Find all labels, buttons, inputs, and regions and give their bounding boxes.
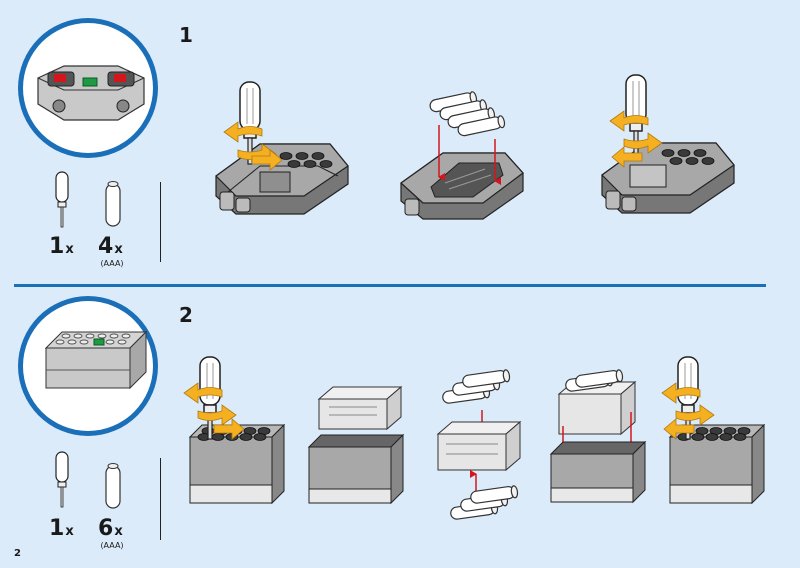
insert-arrow-icon (663, 418, 695, 440)
battery-stack (428, 90, 507, 138)
parts-divider (160, 458, 161, 540)
remote-control-icon (37, 65, 145, 121)
step-number: 2 (179, 303, 193, 327)
parts-divider (160, 182, 161, 262)
box-unscrew-illustration (183, 356, 286, 505)
part-quantity-battery: 6x (98, 516, 123, 541)
battery-type-note: (AAA) (100, 259, 124, 268)
battery-box-callout (18, 296, 158, 436)
insert-arrow-icon (611, 146, 643, 168)
battery-box-open (549, 440, 647, 504)
battery-box (188, 423, 286, 505)
battery-tray (436, 420, 522, 472)
box-lift-tray-illustration (307, 385, 405, 505)
step-divider (14, 284, 766, 287)
remote-screw-illustration (601, 74, 735, 214)
remote-body (215, 143, 349, 215)
screwdriver-icon (55, 451, 69, 508)
remote-unscrew-illustration (215, 81, 349, 215)
battery-box-icon (44, 330, 148, 390)
screwdriver-icon (55, 171, 69, 228)
remove-arrow-icon (251, 149, 283, 171)
box-reinsert-tray-illustration (549, 368, 647, 504)
battery-tray (317, 385, 403, 431)
remove-arrow-icon (213, 418, 245, 440)
battery-box (668, 423, 766, 505)
remote-control-callout (18, 18, 158, 158)
battery-icon (105, 463, 121, 509)
remote-insert-batteries-illustration (400, 90, 524, 220)
battery-tray-loaded (557, 368, 637, 436)
page-number: 2 (14, 548, 21, 559)
tray-insert-batteries-illustration (436, 368, 522, 521)
remote-body-open (400, 152, 524, 220)
battery-stack-bottom (449, 484, 519, 521)
battery-icon (105, 181, 121, 227)
part-quantity-battery: 4x (98, 234, 123, 259)
battery-stack-top (441, 368, 511, 405)
battery-type-note: (AAA) (100, 541, 124, 550)
part-quantity-screwdriver: 1x (49, 516, 74, 541)
step-number: 1 (179, 23, 193, 47)
battery-box-open (307, 433, 405, 505)
box-screw-illustration (661, 356, 766, 505)
part-quantity-screwdriver: 1x (49, 234, 74, 259)
